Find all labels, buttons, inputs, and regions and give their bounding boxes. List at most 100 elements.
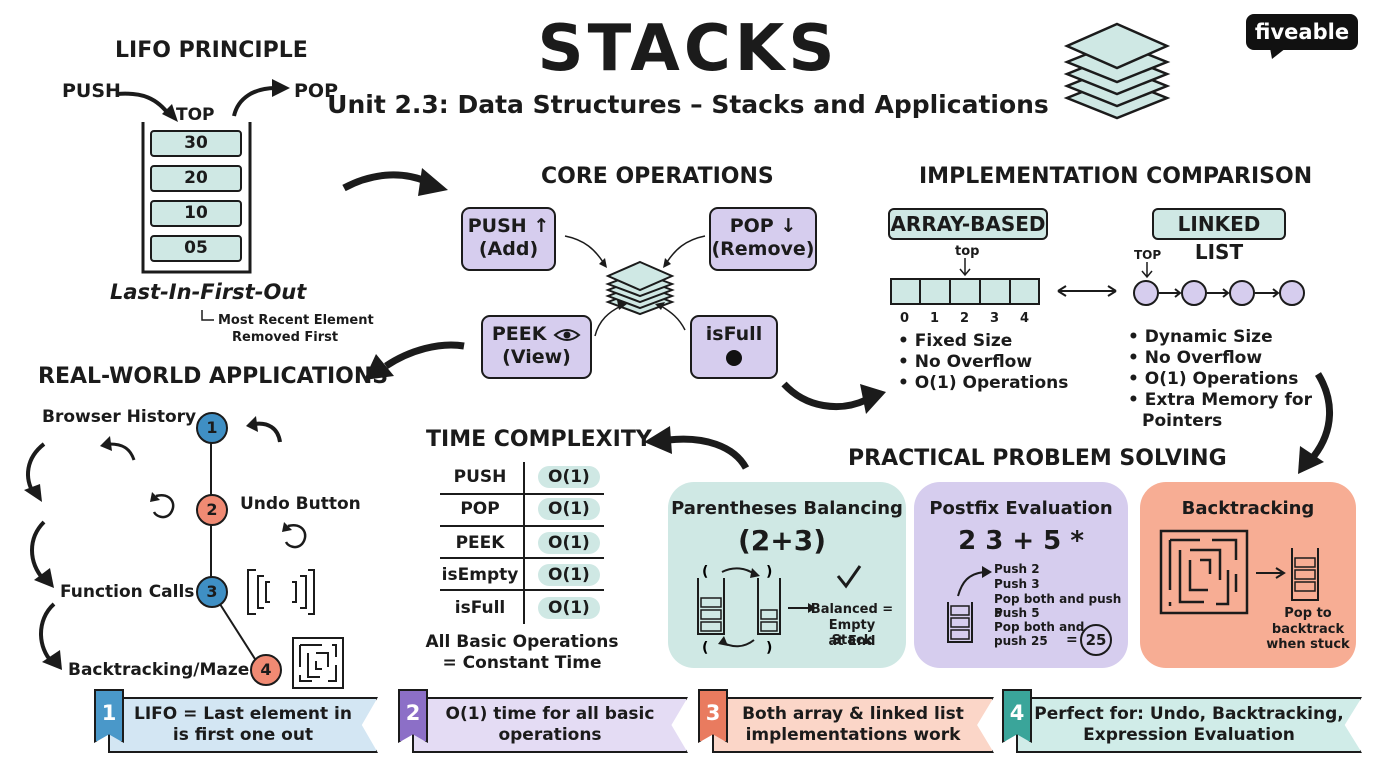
flow-arrow-icon <box>781 381 886 414</box>
peek-op-card: PEEK (View) <box>481 315 592 379</box>
flow-arrow-icon <box>644 426 750 470</box>
backtracking-title: Backtracking <box>1181 498 1315 519</box>
peek-op-desc: (View) <box>502 346 571 368</box>
flow-arrow-icon <box>364 341 465 380</box>
svg-text:(: ( <box>702 640 708 656</box>
time-cost-cell: O(1) <box>538 498 600 520</box>
isfull-op-label: isFull <box>705 323 763 345</box>
array-diagram <box>890 278 1040 305</box>
lifo-push-label: PUSH <box>62 80 121 102</box>
takeaway-line2: operations <box>498 725 602 745</box>
maze-icon <box>1159 529 1249 615</box>
time-op: PEEK <box>455 533 505 553</box>
stack-layers-icon <box>1063 22 1171 120</box>
takeaway-ribbon: Both array & linked list implementations… <box>712 697 994 753</box>
pop-arrow-icon: ↓ <box>780 215 797 237</box>
array-index: 4 <box>1020 311 1030 326</box>
page-subtitle: Unit 2.3: Data Structures – Stacks and A… <box>327 90 1049 119</box>
brand-text: fiveable <box>1254 20 1350 44</box>
linked-list-diagram <box>1133 280 1305 306</box>
app-label: Undo Button <box>240 494 361 514</box>
time-footer-line1: All Basic Operations <box>425 632 619 652</box>
parentheses-card: Parentheses Balancing (2+3) ( ) ( ) Bala… <box>668 482 906 668</box>
page-title: STACKS <box>537 12 839 86</box>
linked-bullet-text: Extra Memory for <box>1144 390 1312 410</box>
app-node: 4 <box>250 654 282 686</box>
linked-bullet: • Extra Memory for <box>1128 390 1312 410</box>
app-label: Browser History <box>42 407 197 427</box>
lifo-note-line1: Most Recent Element <box>218 313 374 328</box>
takeaway-number: 4 <box>1002 689 1032 743</box>
array-label: ARRAY-BASED <box>888 208 1048 240</box>
app-label: Backtracking/Maze <box>68 660 250 680</box>
backtrack-note-line3: when stuck <box>1266 637 1350 652</box>
takeaway-line1: Both array & linked list <box>742 704 964 724</box>
stack-cell: 30 <box>150 130 242 157</box>
parentheses-result-line1: Balanced = <box>810 602 894 617</box>
push-op-desc: (Add) <box>478 238 539 260</box>
linked-bullet-text: Dynamic Size <box>1144 327 1273 347</box>
core-title: CORE OPERATIONS <box>541 164 774 189</box>
app-node: 3 <box>196 576 228 608</box>
lifo-title: LIFO PRINCIPLE <box>115 38 308 63</box>
lifo-pop-label: POP <box>294 80 339 102</box>
array-bullet-text: Fixed Size <box>914 331 1013 351</box>
postfix-title: Postfix Evaluation <box>929 498 1113 519</box>
pop-op-label: POP <box>729 215 774 237</box>
postfix-step: Push 3 <box>994 577 1040 591</box>
array-index: 3 <box>990 311 1000 326</box>
linked-bullet-text: O(1) Operations <box>1144 369 1299 389</box>
pop-arrow-icon <box>232 79 290 117</box>
array-bullet-text: O(1) Operations <box>914 373 1069 393</box>
time-op: isFull <box>454 598 506 618</box>
note-pointer-icon <box>201 310 214 321</box>
postfix-expr: 2 3 + 5 * <box>958 526 1084 556</box>
takeaway-number: 1 <box>94 689 124 743</box>
postfix-step: Push 5 <box>994 606 1040 620</box>
push-arrow-icon: ↑ <box>533 215 550 237</box>
backtrack-note-line2: backtrack <box>1271 622 1345 637</box>
array-bullet: • Fixed Size <box>898 331 1013 351</box>
linked-bullet: • Dynamic Size <box>1128 327 1273 347</box>
curved-arrow-icon <box>24 442 46 502</box>
time-cost-cell: O(1) <box>538 597 600 619</box>
lifo-caption: Last-In-First-Out <box>110 280 307 304</box>
brand-logo: fiveable <box>1246 14 1358 50</box>
linked-bullet: • No Overflow <box>1128 348 1263 368</box>
filled-dot-icon <box>726 350 742 366</box>
array-top-arrow-icon <box>959 258 971 277</box>
stack-cell: 20 <box>150 165 242 192</box>
time-cost: O(1) <box>538 564 600 586</box>
linked-bullet: • O(1) Operations <box>1128 369 1299 389</box>
postfix-equals: = <box>1066 632 1078 648</box>
array-bullet: • O(1) Operations <box>898 373 1069 393</box>
flow-arrow-icon <box>342 168 448 196</box>
backtrack-arrow-icon <box>1256 567 1286 579</box>
brand-tail-icon <box>1270 48 1286 59</box>
takeaway-line2: implementations work <box>745 725 961 745</box>
isfull-op-card: isFull <box>690 315 778 379</box>
parentheses-title: Parentheses Balancing <box>671 498 903 519</box>
stack-cell: 10 <box>150 200 242 227</box>
time-cost: O(1) <box>538 532 600 554</box>
svg-text:): ) <box>766 564 772 580</box>
curved-arrow-icon <box>30 520 54 588</box>
call-stack-brackets-icon <box>247 569 315 615</box>
postfix-step: Push 2 <box>994 562 1040 576</box>
postfix-result: 25 <box>1080 624 1112 656</box>
backtrack-stack-icon <box>1291 548 1319 601</box>
takeaway-ribbon: LIFO = Last element in is first one out <box>108 697 378 753</box>
linked-bullet: Pointers <box>1142 411 1222 432</box>
array-index: 1 <box>930 311 940 326</box>
linked-bullet-text: No Overflow <box>1144 348 1263 368</box>
core-stack-icon <box>605 260 675 316</box>
push-op-card: PUSH ↑ (Add) <box>461 207 556 271</box>
array-bullet-text: No Overflow <box>914 352 1033 372</box>
array-index: 0 <box>900 311 910 326</box>
takeaway-line1: LIFO = Last element in <box>134 704 352 724</box>
array-top-label: top <box>955 244 980 259</box>
time-cost: O(1) <box>538 466 600 488</box>
time-cost-cell: O(1) <box>538 564 600 586</box>
postfix-card: Postfix Evaluation 2 3 + 5 * Push 2 Push… <box>914 482 1128 668</box>
takeaway-line2: Expression Evaluation <box>1083 725 1295 745</box>
